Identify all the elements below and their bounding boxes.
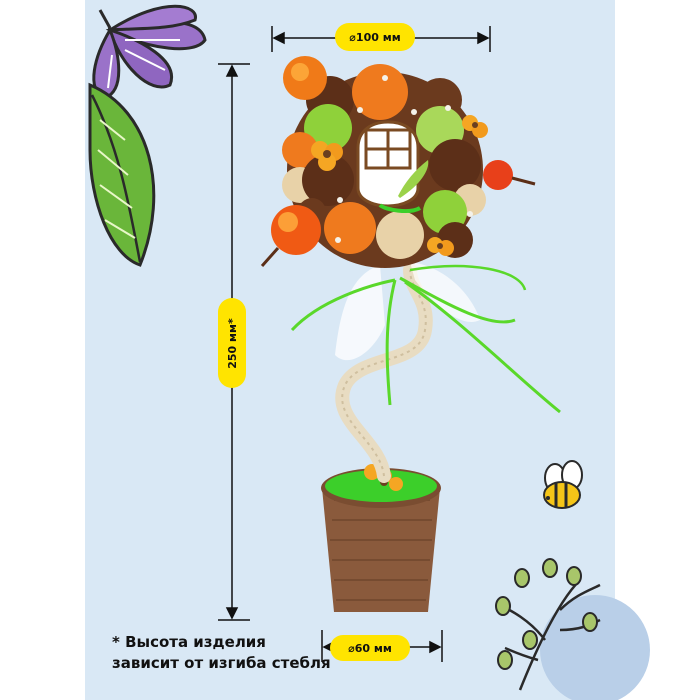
height-note: * Высота изделия зависит от изгиба стебл… (112, 632, 352, 674)
pot-diameter-badge: ⌀60 мм (330, 635, 410, 661)
height-label: 250 мм* (225, 317, 239, 369)
bee-icon (543, 460, 583, 509)
stem (335, 263, 433, 483)
height-badge: 250 мм* (218, 298, 246, 388)
topiary-ball (260, 56, 536, 268)
top-diameter-badge: ⌀100 мм (335, 23, 415, 51)
height-note-line-1: * Высота изделия (112, 633, 266, 651)
height-note-line-2: зависит от изгиба стебля (112, 654, 331, 672)
ribbons (290, 262, 561, 414)
berry-branch-icon (495, 558, 650, 700)
green-leaf-icon (88, 82, 156, 267)
pot (321, 468, 441, 612)
purple-flower-icon (92, 4, 207, 100)
